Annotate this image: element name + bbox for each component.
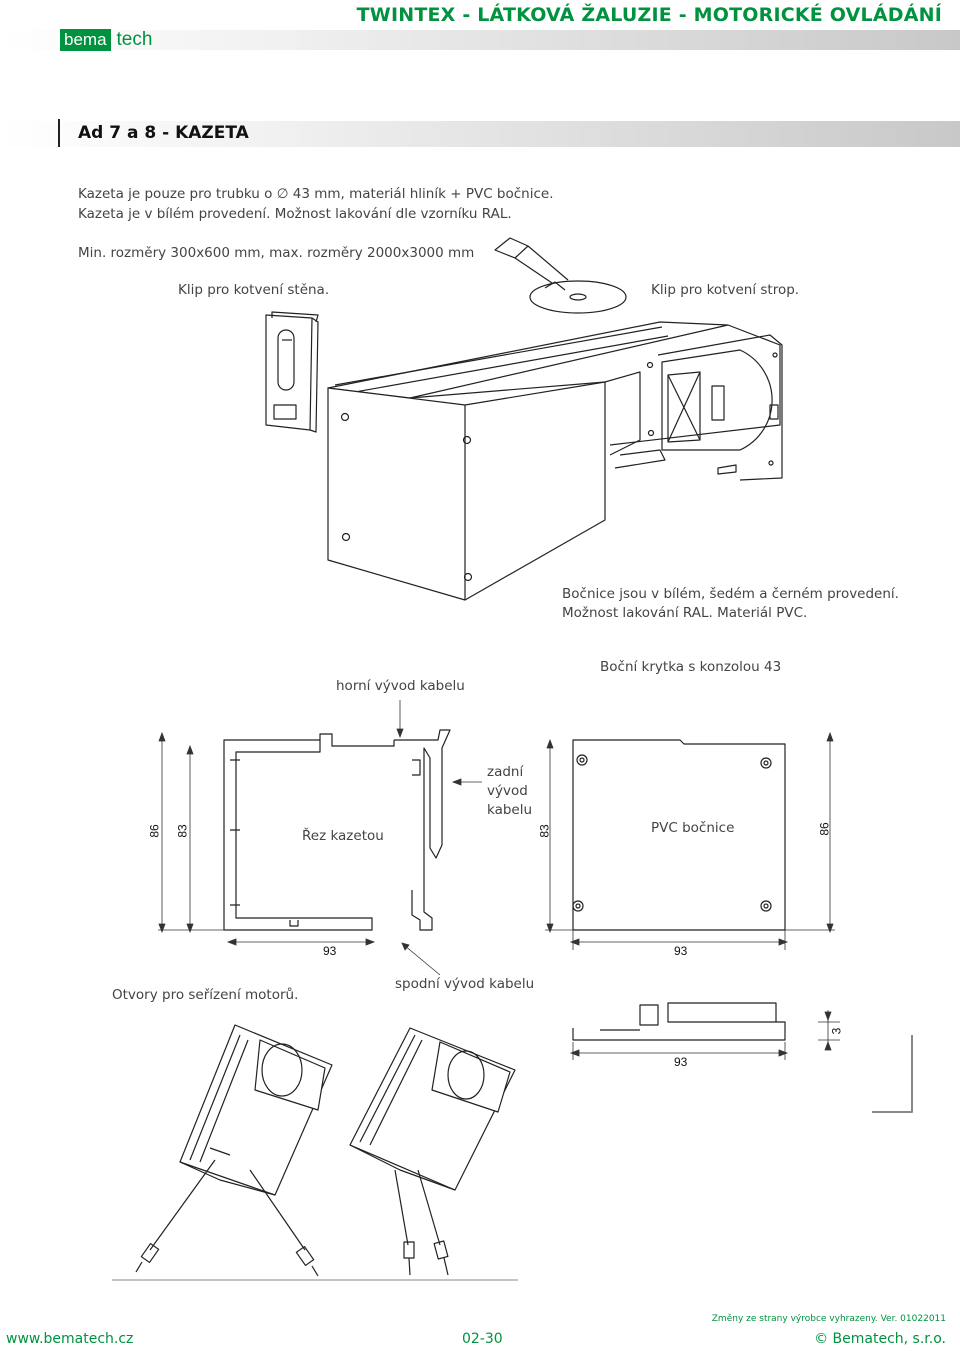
dim-93-left: 93 [323, 944, 337, 958]
dim-93-bottom: 93 [674, 1055, 688, 1069]
logo-tech: tech [116, 29, 153, 50]
dim-93-right: 93 [674, 944, 688, 958]
header-gradient-bar [0, 30, 960, 50]
cassette-3d-drawing [327, 321, 783, 601]
page-number: 02-30 [462, 1331, 503, 1347]
footer-note: Změny ze strany výrobce vyhrazeny. Ver. … [711, 1314, 946, 1324]
label-rear-cable-3: kabelu [487, 802, 533, 818]
dim-86-right: 86 [817, 822, 832, 836]
intro-line-2: Kazeta je v bílém provedení. Možnost lak… [78, 206, 512, 222]
label-motor-holes: Otvory pro seřízení motorů. [112, 987, 299, 1003]
label-rear-cable-2: vývod [487, 783, 528, 799]
label-sidewall-line-2: Možnost lakování RAL. Materiál PVC. [562, 605, 808, 621]
label-clip-wall: Klip pro kotvení stěna. [178, 282, 330, 298]
footer-copyright: © Bematech, s.r.o. [814, 1331, 946, 1347]
section-title: Ad 7 a 8 - KAZETA [58, 119, 249, 147]
wall-clip-drawing [265, 311, 319, 433]
label-section-cut: Řez kazetou [302, 828, 384, 844]
label-bottom-cable: spodní vývod kabelu [395, 976, 535, 992]
dim-83-right: 83 [537, 824, 552, 838]
label-clip-ceiling: Klip pro kotvení strop. [651, 282, 800, 298]
bottom-left-cassette-drawing [135, 1024, 333, 1277]
label-pvc-sidewall: PVC bočnice [651, 820, 735, 836]
dim-3: 3 [829, 1027, 844, 1035]
label-sidewall-line-1: Bočnice jsou v bílém, šedém a černém pro… [562, 586, 899, 602]
label-rear-cable-1: zadní [487, 764, 524, 780]
label-top-cable: horní vývod kabelu [336, 678, 465, 694]
dim-86-left: 86 [147, 824, 162, 838]
brand-logo: bema tech [60, 29, 152, 51]
section-gradient-bar [0, 121, 960, 147]
bottom-right-cassette-drawing [349, 1027, 516, 1276]
dim-83-left: 83 [175, 824, 190, 838]
label-side-cover: Boční krytka s konzolou 43 [600, 659, 782, 675]
ceiling-clip-drawing [494, 237, 627, 314]
header-title: TWINTEX - LÁTKOVÁ ŽALUZIE - MOTORICKÉ OV… [356, 4, 942, 26]
section-cut-drawing [223, 729, 451, 931]
intro-line-3: Min. rozměry 300x600 mm, max. rozměry 20… [78, 245, 475, 261]
sidewall-top-drawing [572, 1002, 786, 1041]
intro-line-1: Kazeta je pouze pro trubku o ∅ 43 mm, ma… [78, 186, 554, 202]
logo-box: bema [60, 29, 111, 51]
footer-url[interactable]: www.bematech.cz [6, 1331, 134, 1347]
